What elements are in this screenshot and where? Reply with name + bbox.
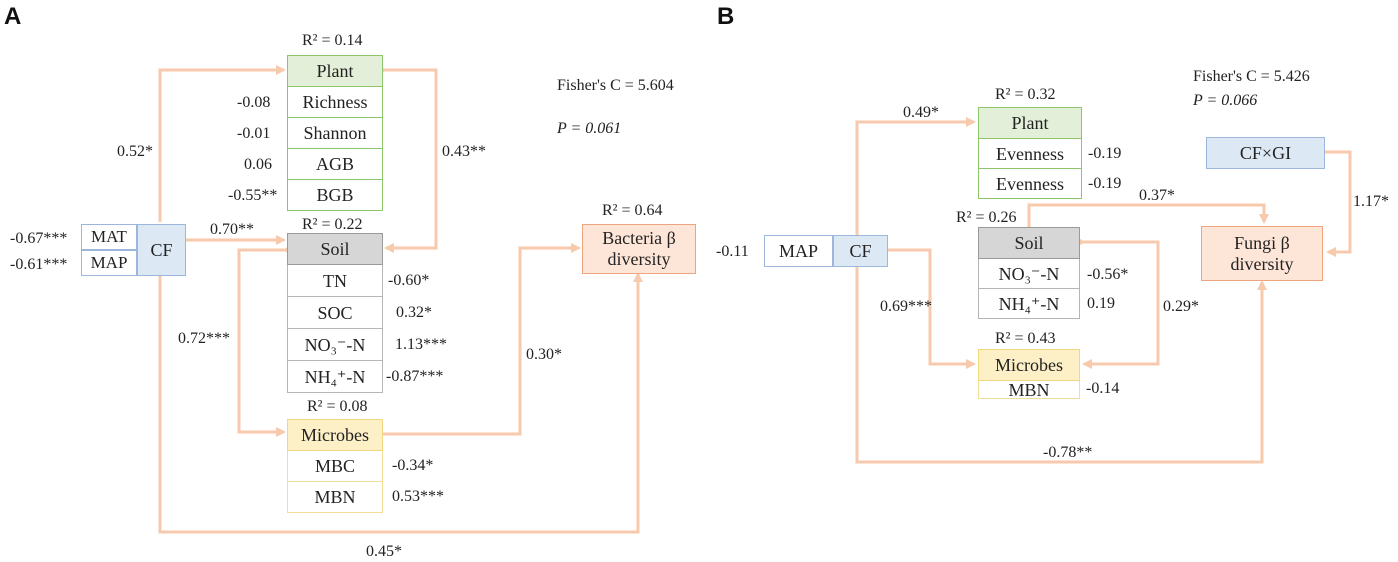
microbes-box-b: Microbes [978, 349, 1080, 381]
path-coef-cf-fungi-b: -0.78** [1043, 444, 1093, 461]
fungi-box-b: Fungi β diversity [1201, 226, 1323, 281]
cf-box-b: CF [833, 235, 888, 267]
path-coef-cf-plant-a: 0.52* [117, 143, 153, 160]
arrow-soil-microbes-a [237, 245, 292, 437]
plant-box-b: Plant [978, 107, 1082, 139]
path-coef-cf-bacteria-a: 0.45* [366, 543, 402, 560]
path-coef-cf-microbes-b: 0.69*** [880, 298, 932, 315]
r2-microbes-a: R² = 0.08 [307, 398, 368, 415]
fisher-c-a: Fisher's C = 5.604 [557, 77, 674, 94]
plant-coef-evenness-2-b: -0.19 [1088, 175, 1122, 192]
soil-box-a: Soil [287, 233, 383, 265]
microbe-item-mbn-b: MBN [978, 380, 1080, 400]
plant-box-a: Plant [287, 55, 383, 87]
microbe-item-mbc-a: MBC [287, 451, 383, 482]
microbe-item-mbn-a: MBN [287, 482, 383, 513]
plant-coef-agb-a: 0.06 [244, 156, 272, 173]
fisher-c-b: Fisher's C = 5.426 [1193, 68, 1310, 85]
path-coef-cf-soil-a: 0.70** [210, 221, 254, 238]
plant-coef-bgb-a: -0.55** [228, 187, 278, 204]
arrow-microbes-bacteria-a [382, 243, 581, 436]
arrow-plant-soil-a [378, 65, 438, 253]
soil-item-tn-a: TN [287, 265, 383, 297]
plant-item-shannon-a: Shannon [287, 118, 383, 149]
soil-coef-nh4-a: -0.87*** [386, 368, 444, 385]
panel-letter-a: A [4, 3, 22, 30]
microbe-coef-mbc-a: -0.34* [392, 457, 434, 474]
map-coef-a: -0.61*** [10, 256, 68, 273]
microbes-box-a: Microbes [287, 419, 383, 451]
arrow-cf-fungi-b [855, 266, 1267, 464]
plant-item-evenness-1-b: Evenness [978, 139, 1082, 169]
microbe-coef-mbn-b: -0.14 [1086, 380, 1120, 397]
soil-box-b: Soil [978, 227, 1080, 259]
map-box-a: MAP [81, 250, 137, 276]
r2-plant-a: R² = 0.14 [302, 32, 363, 49]
plant-item-richness-a: Richness [287, 87, 383, 118]
soil-coef-no3-b: -0.56* [1087, 266, 1129, 283]
path-coef-soil-fungi-b: 0.37* [1139, 187, 1175, 204]
soil-coef-no3-a: 1.13*** [395, 336, 447, 353]
arrow-cfgi-fungi-b [1325, 150, 1352, 257]
soil-coef-nh4-b: 0.19 [1087, 295, 1115, 312]
path-coef-soil-microbes-a: 0.72*** [178, 330, 230, 347]
plant-item-bgb-a: BGB [287, 180, 383, 211]
r2-plant-b: R² = 0.32 [995, 86, 1056, 103]
r2-soil-b: R² = 0.26 [956, 209, 1017, 226]
soil-item-no3-b: NO₃⁻-N [978, 259, 1080, 289]
r2-bacteria-a: R² = 0.64 [602, 202, 663, 219]
soil-coef-soc-a: 0.32* [396, 304, 432, 321]
r2-microbes-b: R² = 0.43 [995, 330, 1056, 347]
bacteria-box-a: Bacteria β diversity [582, 224, 696, 274]
soil-coef-tn-a: -0.60* [388, 272, 430, 289]
path-coef-cf-plant-b: 0.49* [903, 104, 939, 121]
microbe-coef-mbn-a: 0.53*** [392, 488, 444, 505]
fungi-label-line2: diversity [1230, 253, 1294, 274]
cfgi-box-b: CF×GI [1206, 137, 1325, 169]
soil-item-no3-a: NO₃⁻-N [287, 329, 383, 361]
soil-item-nh4-b: NH₄⁺-N [978, 289, 1080, 319]
path-coef-plant-soil-a: 0.43** [442, 143, 486, 160]
r2-soil-a: R² = 0.22 [302, 216, 363, 233]
arrow-cf-plant-b [855, 117, 976, 264]
arrow-cf-plant-a [158, 65, 286, 222]
p-value-a: P = 0.061 [557, 120, 622, 137]
path-coef-cfgi-fungi-b: 1.17* [1353, 193, 1389, 210]
plant-coef-shannon-a: -0.01 [237, 125, 271, 142]
plant-item-evenness-2-b: Evenness [978, 169, 1082, 199]
fungi-label-line1: Fungi β [1234, 232, 1290, 253]
map-coef-b: -0.11 [716, 243, 749, 260]
plant-item-agb-a: AGB [287, 149, 383, 180]
plant-coef-evenness-1-b: -0.19 [1088, 145, 1122, 162]
path-coef-soil-microbes-b: 0.29* [1163, 298, 1199, 315]
soil-item-nh4-a: NH₄⁺-N [287, 361, 383, 393]
arrow-soil-fungi-b [1027, 203, 1269, 227]
mat-coef-a: -0.67*** [10, 230, 68, 247]
arrow-soil-microbes-b [1076, 237, 1160, 369]
arrow-cf-microbes-b [888, 248, 976, 369]
bacteria-label-line1: Bacteria β [602, 228, 676, 248]
mat-box-a: MAT [81, 224, 137, 250]
plant-coef-richness-a: -0.08 [237, 94, 271, 111]
soil-item-soc-a: SOC [287, 297, 383, 329]
cf-box-a: CF [137, 224, 186, 276]
bacteria-label-line2: diversity [607, 249, 671, 269]
panel-letter-b: B [717, 3, 735, 30]
path-coef-microbes-bacteria-a: 0.30* [526, 346, 562, 363]
p-value-b: P = 0.066 [1193, 92, 1258, 109]
arrow-cf-bacteria-a [158, 272, 643, 534]
map-box-b: MAP [764, 235, 833, 267]
